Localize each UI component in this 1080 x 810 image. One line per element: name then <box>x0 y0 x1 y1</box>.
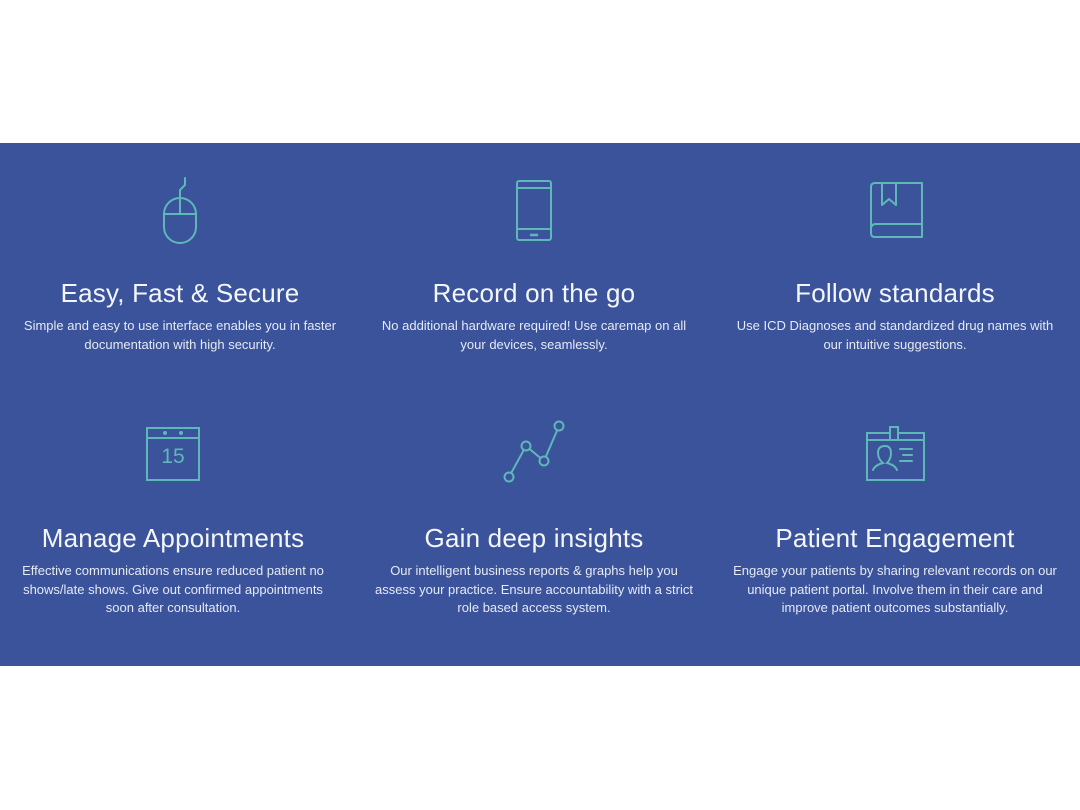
feature-title: Easy, Fast & Secure <box>60 278 300 308</box>
feature-easy-fast-secure: Easy, Fast & Secure Simple and easy to u… <box>0 143 360 373</box>
feature-description: Simple and easy to use interface enables… <box>23 318 337 352</box>
feature-record-on-the-go: Record on the go No additional hardware … <box>354 143 714 373</box>
feature-description: Engage your patients by sharing relevant… <box>733 563 1057 615</box>
feature-gain-deep-insights: Gain deep insights Our intelligent busin… <box>354 388 714 658</box>
calendar-day-number: 15 <box>161 445 185 468</box>
feature-follow-standards: Follow standards Use ICD Diagnoses and s… <box>715 143 1075 373</box>
id-badge-icon <box>845 425 945 497</box>
feature-title: Patient Engagement <box>775 523 1015 553</box>
calendar-icon <box>123 425 223 497</box>
mobile-phone-icon <box>484 179 584 251</box>
feature-title: Record on the go <box>432 278 636 308</box>
feature-title: Manage Appointments <box>41 523 305 553</box>
feature-manage-appointments: 15 Manage Appointments Effective communi… <box>0 388 353 658</box>
feature-description: Use ICD Diagnoses and standardized drug … <box>736 318 1054 352</box>
features-section: Easy, Fast & Secure Simple and easy to u… <box>0 143 1080 666</box>
feature-title: Gain deep insights <box>424 523 644 553</box>
book-bookmark-icon <box>845 181 945 253</box>
feature-description: Our intelligent business reports & graph… <box>375 563 693 615</box>
mouse-icon <box>130 176 230 248</box>
feature-patient-engagement: Patient Engagement Engage your patients … <box>715 388 1075 658</box>
line-chart-icon <box>484 420 584 492</box>
feature-description: No additional hardware required! Use car… <box>381 318 687 352</box>
feature-description: Effective communications ensure reduced … <box>22 563 324 615</box>
feature-title: Follow standards <box>795 278 995 308</box>
